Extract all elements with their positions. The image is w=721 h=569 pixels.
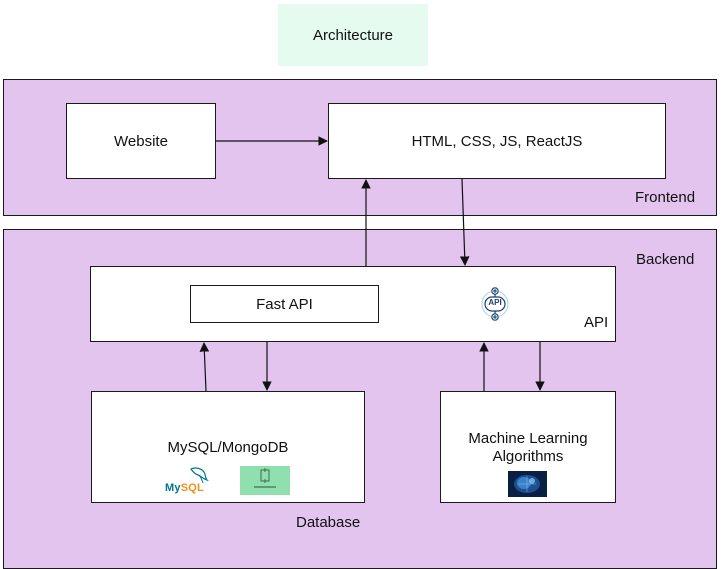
database-box-label: MySQL/MongoDB: [167, 439, 289, 456]
ai-brain-icon: [508, 471, 547, 497]
database-label: Database: [296, 514, 361, 531]
fastapi-label: Fast API: [256, 295, 313, 313]
arrow-db-to-api: [199, 342, 210, 392]
ml-label-line2: Algorithms: [492, 448, 564, 465]
mysql-logo-icon: MySQL: [163, 463, 215, 497]
website-box: Website: [66, 103, 216, 179]
mongodb-logo-icon: [240, 466, 290, 495]
website-label: Website: [114, 132, 168, 150]
database-box: [91, 391, 365, 503]
arrow-frontend-to-api: [459, 178, 470, 266]
fastapi-box: Fast API: [190, 285, 379, 323]
api-icon-text: API: [488, 298, 502, 307]
frontend-tech-box: HTML, CSS, JS, ReactJS: [328, 103, 666, 179]
diagram-title: Architecture: [278, 4, 428, 66]
frontend-tech-label: HTML, CSS, JS, ReactJS: [411, 132, 583, 150]
ml-box-label: Machine Learning Algorithms: [440, 430, 616, 466]
frontend-label: Frontend: [635, 189, 696, 206]
api-label: API: [584, 314, 609, 331]
backend-label: Backend: [636, 251, 695, 268]
ml-label-line1: Machine Learning: [468, 430, 588, 447]
mysql-logo-text: MySQL: [165, 482, 204, 494]
api-gear-icon: API: [478, 286, 512, 322]
